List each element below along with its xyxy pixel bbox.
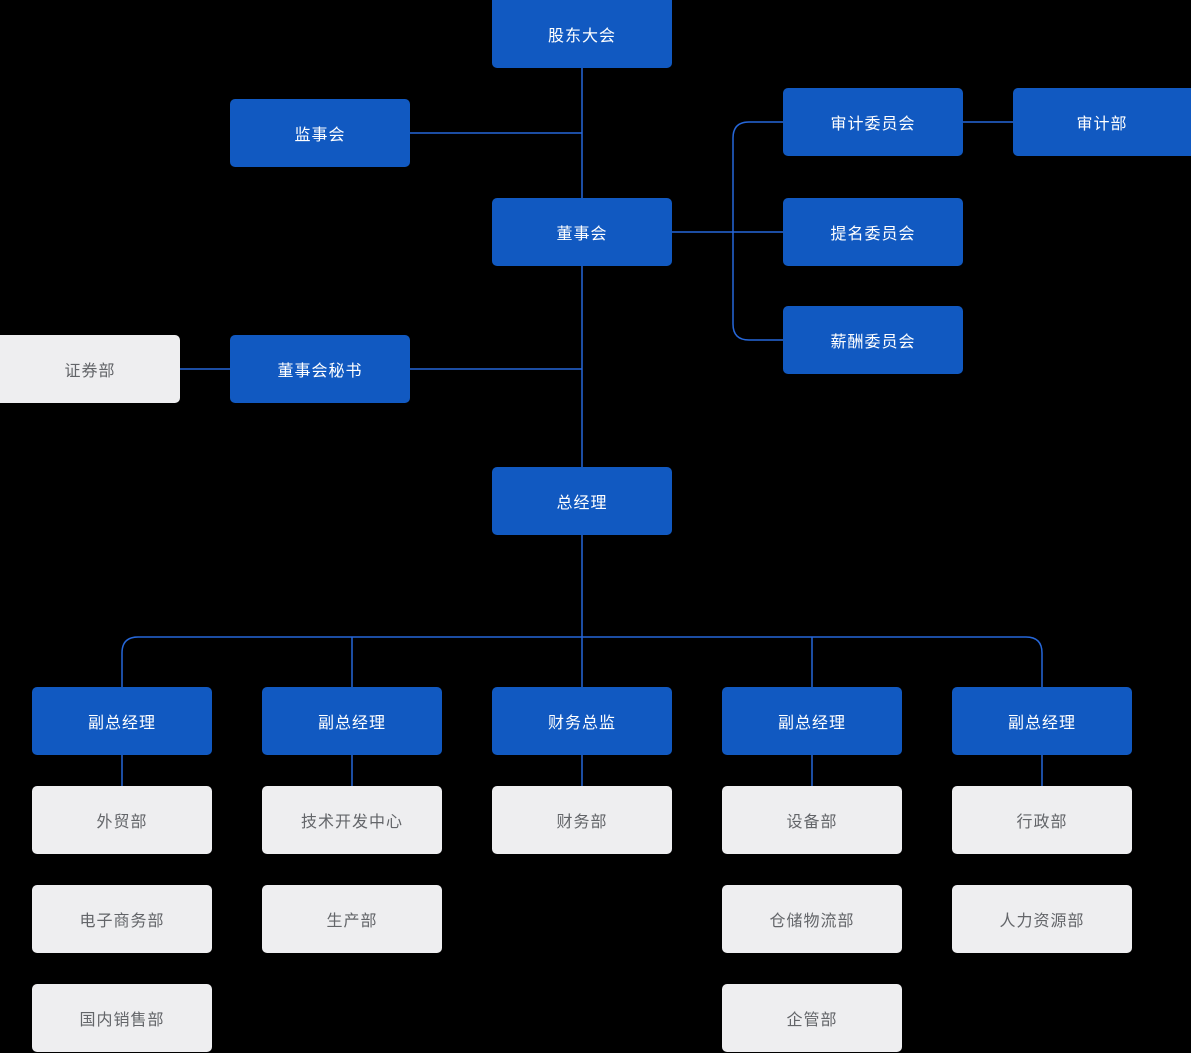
node-dept-domestic-sales[interactable]: 国内销售部: [32, 984, 212, 1052]
node-nomination-committee[interactable]: 提名委员会: [783, 198, 963, 266]
node-compensation-committee[interactable]: 薪酬委员会: [783, 306, 963, 374]
node-dept-administration[interactable]: 行政部: [952, 786, 1132, 854]
node-dept-equipment[interactable]: 设备部: [722, 786, 902, 854]
node-audit-committee[interactable]: 审计委员会: [783, 88, 963, 156]
node-dept-enterprise-management[interactable]: 企管部: [722, 984, 902, 1052]
node-supervisory-board[interactable]: 监事会: [230, 99, 410, 167]
node-dept-production[interactable]: 生产部: [262, 885, 442, 953]
node-cfo[interactable]: 财务总监: [492, 687, 672, 755]
node-securities-department[interactable]: 证券部: [0, 335, 180, 403]
node-dept-finance[interactable]: 财务部: [492, 786, 672, 854]
node-board-secretary[interactable]: 董事会秘书: [230, 335, 410, 403]
connector-distribution-rail: [121, 636, 1043, 687]
node-general-manager[interactable]: 总经理: [492, 467, 672, 535]
node-dept-human-resources[interactable]: 人力资源部: [952, 885, 1132, 953]
node-dept-foreign-trade[interactable]: 外贸部: [32, 786, 212, 854]
node-deputy-gm-1[interactable]: 副总经理: [32, 687, 212, 755]
node-shareholders-meeting[interactable]: 股东大会: [492, 0, 672, 68]
node-dept-ecommerce[interactable]: 电子商务部: [32, 885, 212, 953]
node-audit-department[interactable]: 审计部: [1013, 88, 1191, 156]
node-deputy-gm-4[interactable]: 副总经理: [952, 687, 1132, 755]
node-deputy-gm-2[interactable]: 副总经理: [262, 687, 442, 755]
node-dept-tech-development-center[interactable]: 技术开发中心: [262, 786, 442, 854]
node-dept-warehouse-logistics[interactable]: 仓储物流部: [722, 885, 902, 953]
node-deputy-gm-3[interactable]: 副总经理: [722, 687, 902, 755]
connector-committee-trunk: [732, 121, 783, 341]
node-board-of-directors[interactable]: 董事会: [492, 198, 672, 266]
